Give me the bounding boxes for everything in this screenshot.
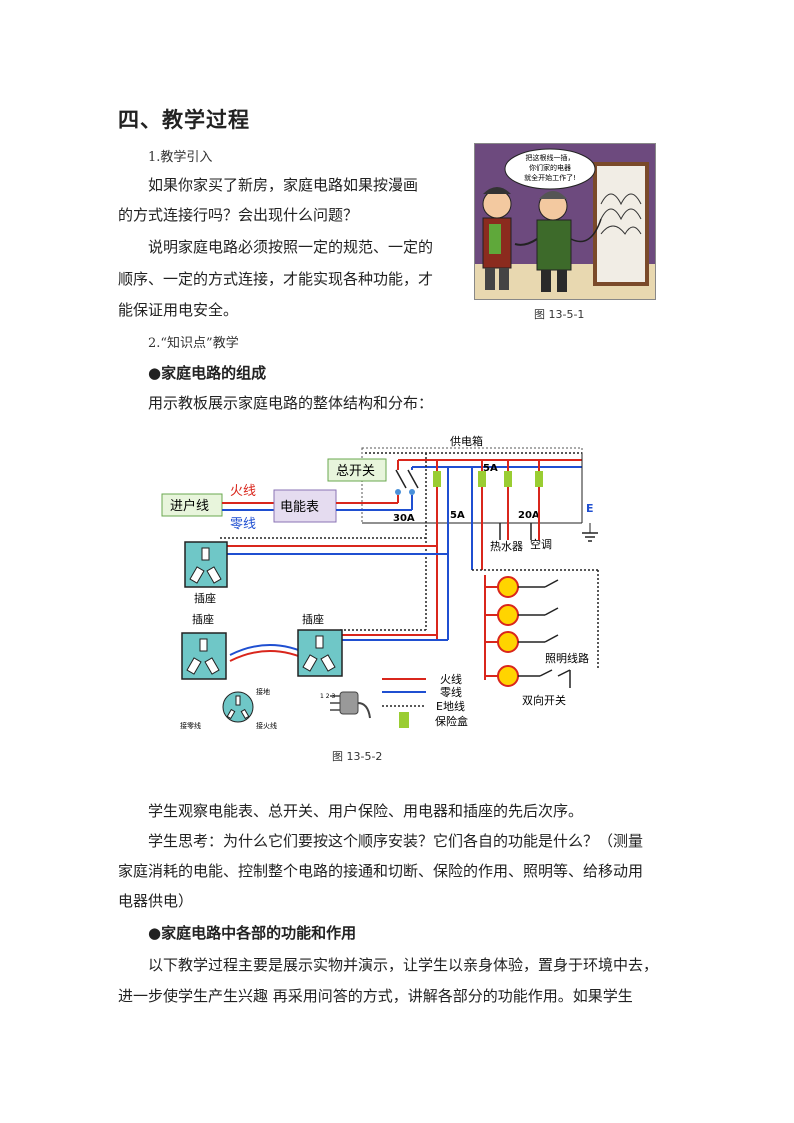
bullet-household-circuit: ●家庭电路的组成 — [148, 364, 267, 382]
fuse-1 — [433, 471, 441, 487]
last-paragraph-line-1: 以下教学过程主要是展示实物并演示，让学生以亲身体验，置身于环境中去， — [148, 956, 659, 974]
legend-live: 火线 — [440, 672, 462, 686]
intro-paragraph-1-line-2: 的方式连接行吗？会出现什么问题？ — [118, 206, 359, 224]
socket-2 — [181, 632, 227, 680]
socket-1-label: 插座 — [194, 591, 216, 605]
socket-3-label: 插座 — [302, 612, 324, 626]
plug-neutral-label: 接零线 — [180, 721, 201, 730]
think-line-3: 电器供电） — [118, 892, 194, 910]
household-circuit-diagram: 供电箱 总开关 进户线 火线 零线 电能表 30A 5A 5A 20A E 热水 — [161, 434, 599, 730]
intro-paragraph-2-line-2: 顺序、一定的方式连接，才能实现各种功能，才 — [118, 270, 434, 288]
figure-1-caption: 图 13-5-1 — [534, 308, 585, 321]
incoming-line-label: 进户线 — [170, 498, 209, 514]
fuse-3 — [504, 471, 512, 487]
live-label: 火线 — [230, 484, 256, 499]
earth-e-label: E — [586, 502, 594, 515]
cartoon-figure: 把这根线一插， 你们家的电器 就全开始工作了! — [474, 143, 656, 300]
legend-fuse: 保险盒 — [435, 714, 468, 728]
last-paragraph-line-2: 进一步使学生产生兴趣 再采用问答的方式，讲解各部分的功能作用。如果学生 — [118, 987, 633, 1005]
amp-5a-2-label: 5A — [450, 510, 465, 521]
aircon-label: 空调 — [530, 537, 552, 551]
plug-earth-label: 接地 — [256, 687, 270, 696]
intro-paragraph-1-line-1: 如果你家买了新房，家庭电路如果按漫画 — [148, 176, 419, 194]
socket-3 — [297, 629, 343, 677]
plug-live-label: 接火线 — [256, 721, 277, 730]
intro-label: 1.教学引入 — [148, 150, 213, 165]
plug-icon — [330, 691, 371, 719]
amp-20-label: 20A — [518, 510, 540, 521]
cartoon-illustration: 把这根线一插， 你们家的电器 就全开始工作了! — [475, 144, 655, 299]
water-heater-label: 热水器 — [490, 540, 523, 553]
bullet-functions: ●家庭电路中各部的功能和作用 — [148, 924, 357, 942]
socket-2-label: 插座 — [192, 612, 214, 626]
plug-pins-label: 1 2 3 — [320, 693, 335, 700]
amp-5a-1-label: 5A — [483, 463, 498, 474]
legend-neutral: 零线 — [440, 685, 462, 699]
think-line-2: 家庭消耗的电能、控制整个电路的接通和切断、保险的作用、照明等、给移动用 — [118, 862, 644, 880]
two-way-switch-label: 双向开关 — [522, 693, 566, 707]
electric-meter — [273, 489, 337, 523]
legend-earth: E地线 — [436, 699, 465, 713]
intro-paragraph-2-line-1: 说明家庭电路必须按照一定的规范、一定的 — [148, 238, 434, 256]
think-line-1: 学生思考：为什么它们要按这个顺序安装？它们各自的功能是什么？（测量 — [148, 832, 644, 850]
supply-box-label: 供电箱 — [450, 434, 483, 448]
neutral-label: 零线 — [230, 517, 256, 532]
amp-30-label: 30A — [393, 513, 415, 524]
fuse-4 — [535, 471, 543, 487]
plug-face — [222, 691, 254, 723]
speech-line-2: 你们家的电器 — [529, 163, 571, 172]
lighting-bulbs — [497, 576, 519, 687]
lighting-label: 照明线路 — [545, 651, 589, 665]
speech-line-3: 就全开始工作了! — [524, 173, 576, 182]
main-switch-label: 总开关 — [336, 464, 375, 479]
meter-label: 电能表 — [280, 500, 319, 515]
intro-paragraph-2-line-3: 能保证用电安全。 — [118, 301, 239, 319]
fuse-2 — [478, 471, 486, 487]
observation-line: 学生观察电能表、总开关、用户保险、用电器和插座的先后次序。 — [148, 802, 584, 820]
figure-2-caption: 图 13-5-2 — [332, 750, 383, 763]
main-switch-box — [327, 458, 387, 482]
incoming-line-box — [161, 493, 223, 517]
legend: 火线 零线 E地线 保险盒 — [382, 672, 468, 728]
socket-1 — [184, 541, 228, 588]
bullet-1-text: 用示教板展示家庭电路的整体结构和分布： — [148, 394, 434, 412]
section-title: 四、教学过程 — [118, 108, 250, 132]
knowledge-label: 2.“知识点”教学 — [148, 336, 239, 351]
speech-line-1: 把这根线一插， — [526, 153, 575, 162]
